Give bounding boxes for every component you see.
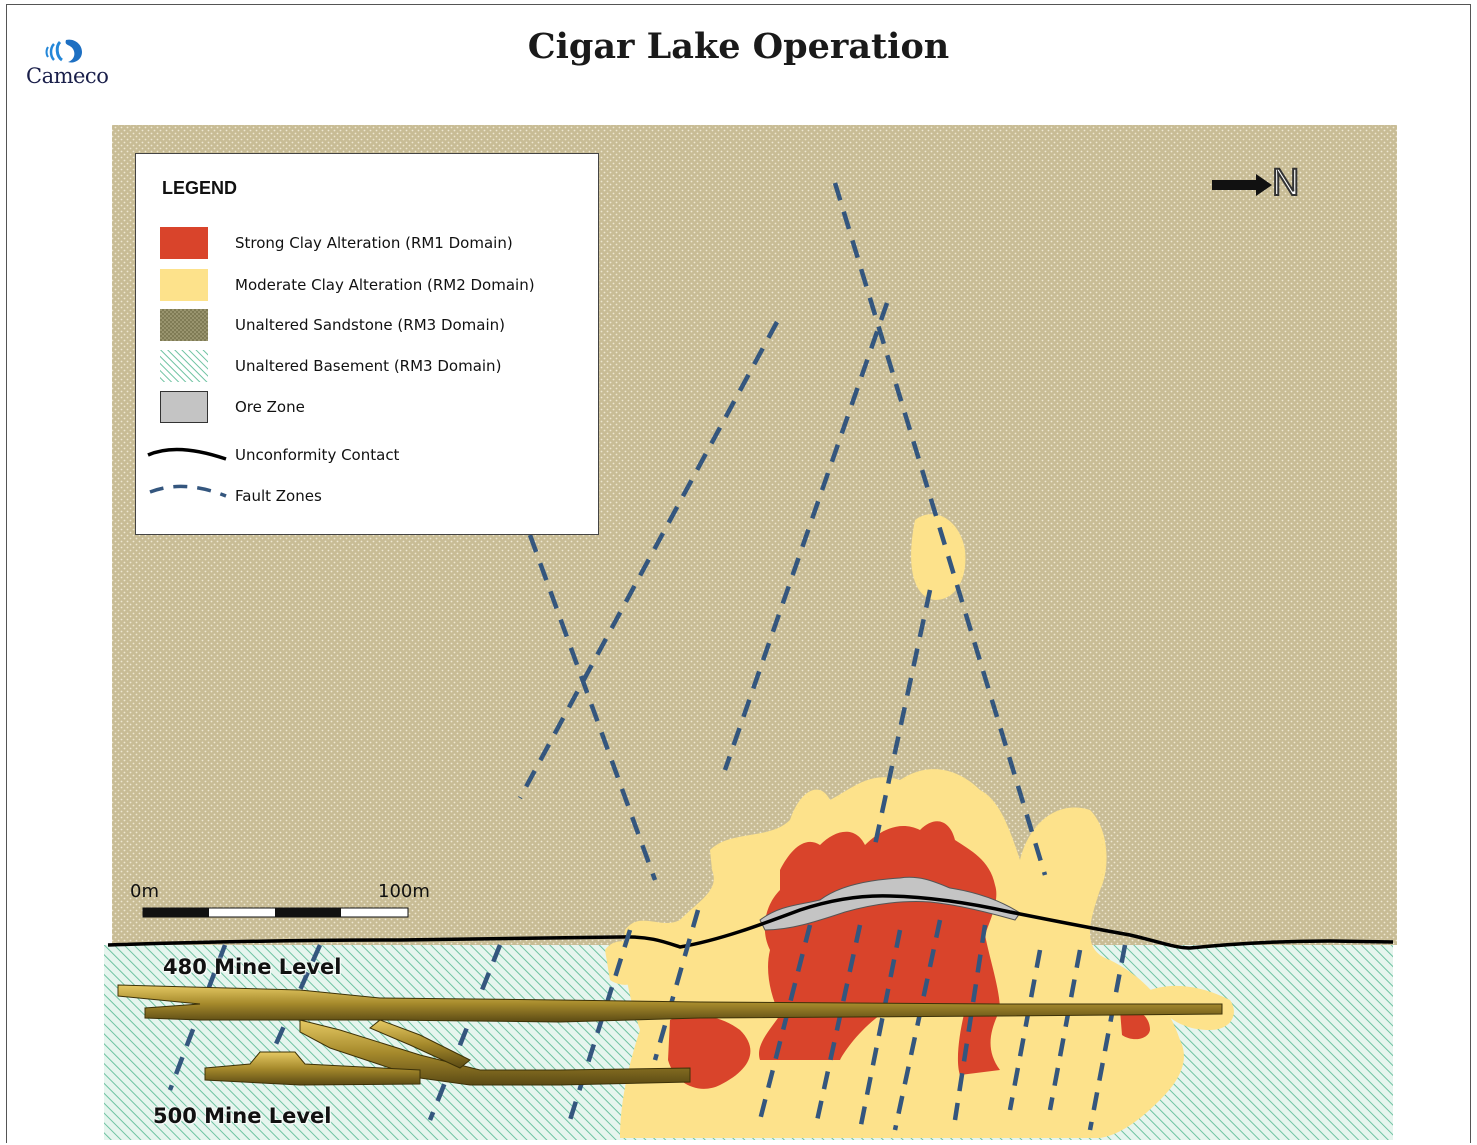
legend-item-moderate-clay: Moderate Clay Alteration (RM2 Domain)	[136, 269, 596, 303]
mine-level-480-label: 480 Mine Level	[163, 955, 342, 979]
legend-item-basement: Unaltered Basement (RM3 Domain)	[136, 350, 596, 384]
legend-label: Strong Clay Alteration (RM1 Domain)	[235, 234, 513, 252]
mine-tunnels	[117, 984, 1223, 1086]
legend-label: Unaltered Basement (RM3 Domain)	[235, 357, 502, 375]
legend-item-unconformity: Unconformity Contact	[136, 439, 596, 473]
north-label: N	[1271, 161, 1300, 205]
legend-item-ore-zone: Ore Zone	[136, 391, 596, 425]
scale-start-label: 0m	[130, 881, 159, 902]
figure-frame	[6, 4, 1471, 1143]
mine-level-500-label: 500 Mine Level	[153, 1104, 332, 1128]
legend-label: Unconformity Contact	[235, 446, 400, 464]
legend-label: Ore Zone	[235, 398, 305, 416]
scale-end-label: 100m	[378, 881, 430, 902]
basement-swatch	[160, 350, 208, 382]
legend-item-fault-zones: Fault Zones	[136, 480, 596, 514]
logo-text: Cameco	[26, 64, 109, 88]
scale-bar	[142, 907, 409, 918]
red-swatch	[160, 227, 208, 259]
legend-label: Fault Zones	[235, 487, 322, 505]
fault-zones	[167, 182, 1128, 1131]
sandstone-swatch	[160, 309, 208, 341]
north-arrow-icon	[1212, 174, 1272, 196]
unconformity-contact	[107, 894, 1394, 950]
page-title: Cigar Lake Operation	[527, 26, 950, 67]
cameco-logo	[45, 39, 82, 63]
legend-title: LEGEND	[162, 178, 238, 198]
legend-label: Unaltered Sandstone (RM3 Domain)	[235, 316, 506, 334]
legend-item-strong-clay: Strong Clay Alteration (RM1 Domain)	[136, 227, 596, 261]
yellow-swatch	[160, 269, 208, 301]
legend-label: Moderate Clay Alteration (RM2 Domain)	[235, 276, 535, 294]
legend-item-sandstone: Unaltered Sandstone (RM3 Domain)	[136, 309, 596, 343]
ore-zone	[759, 876, 1021, 931]
grey-swatch	[160, 391, 208, 423]
legend: LEGEND Strong Clay Alteration (RM1 Domai…	[135, 153, 599, 535]
black-line-icon	[147, 447, 227, 461]
dashed-line-icon	[149, 484, 227, 498]
